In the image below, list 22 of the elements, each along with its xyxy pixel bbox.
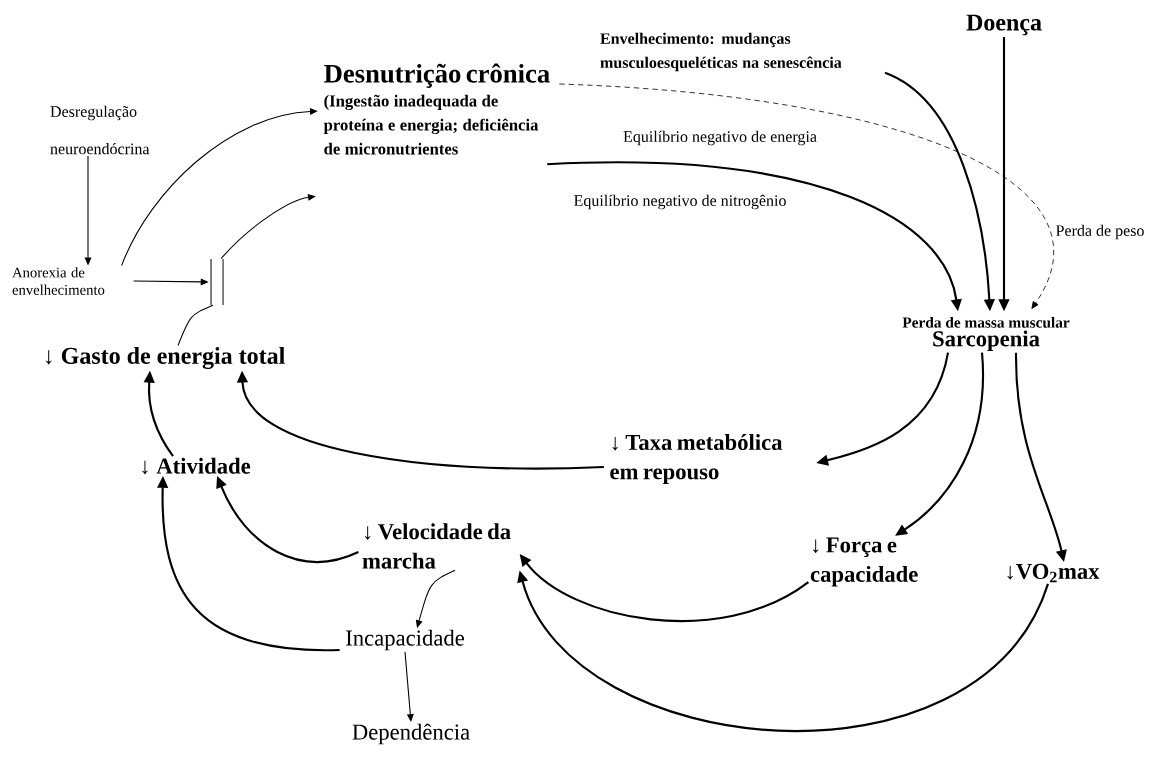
arrow: [220, 193, 316, 260]
label-text: Anorexia de envelhecimento: [12, 267, 105, 295]
heading-text: Envelhecimento: mudanças musculoesqueléticas na senescência: [600, 32, 842, 72]
heading-text: ↓ Velocidade da marcha: [362, 523, 511, 569]
connector-line: [177, 304, 214, 346]
label-text: Incapacidade: [346, 629, 464, 651]
edge-label: Equilíbrio negativo de energia: [621, 129, 819, 147]
arrow: [121, 108, 318, 267]
heading-text: Desnutrição crônica (Ingestão inadequada de proteína e energia; deficiência de micronutrientes: [323, 63, 550, 155]
heading-text: ↓ Atividade: [142, 457, 251, 475]
heading-text: Doença: [966, 14, 1042, 36]
dashed-arrow: [558, 83, 1054, 309]
double-bar-symbol: [210, 259, 224, 305]
heading-text: ↓ Gasto de energia total: [45, 347, 285, 369]
label-text: Desregulação neuroendócrina: [50, 105, 150, 155]
annotation-text: Equilíbrio negativo de nitrogênio: [574, 194, 786, 210]
heading-text: ↓ Força e capacidade: [810, 537, 918, 587]
edge-label: Perda de peso: [1054, 223, 1146, 241]
heading-text: ↓ Taxa metabólica em repouso: [610, 434, 783, 484]
label-text: Dependência: [352, 723, 470, 745]
heading-text: ↓VO$_{2}$max: [1007, 563, 1100, 583]
heading-text: Perda de massa muscular Sarcopenia: [902, 316, 1070, 352]
